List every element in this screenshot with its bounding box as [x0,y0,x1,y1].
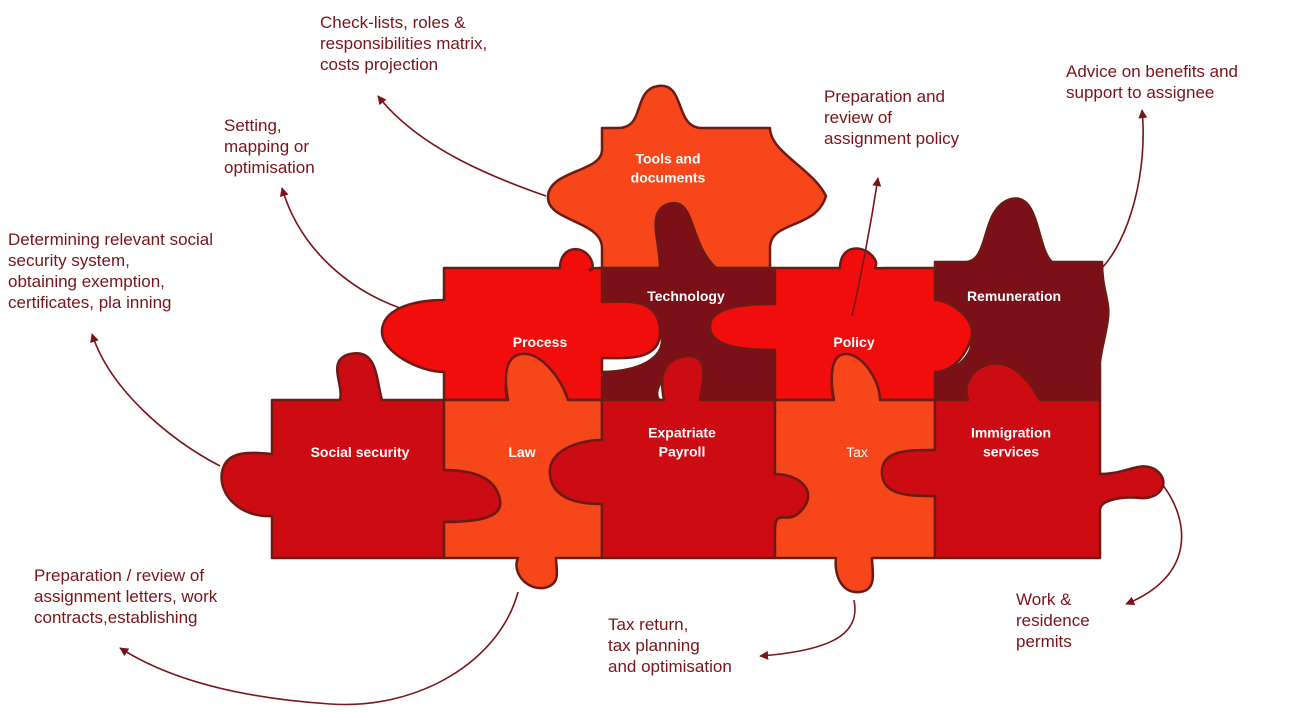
piece-label-law: Law [508,444,535,460]
arrow-social [90,333,221,467]
arrow-remuneration [1099,109,1148,271]
piece-label-process: Process [513,334,568,350]
note-tools: Check-lists, roles & responsibilities ma… [320,13,488,74]
piece-label-policy: Policy [833,334,874,350]
note-social: Determining relevant social security sys… [8,230,214,312]
arrow-process [279,187,401,309]
note-remuneration: Advice on benefits and support to assign… [1066,62,1239,102]
arrow-immigration [1125,483,1183,606]
piece-label-tax: Tax [846,444,868,460]
puzzle-piece-immigration [880,362,1165,560]
arrow-law [119,591,519,706]
note-law: Preparation / review of assignment lette… [34,566,218,627]
piece-label-remuneration: Remuneration [967,288,1061,304]
arrow-tools [377,95,547,197]
piece-label-social: Social security [311,444,410,460]
puzzle-piece-tools [546,84,828,270]
note-tax: Tax return, tax planning and optimisatio… [608,615,732,676]
note-process: Setting, mapping or optimisation [224,116,315,177]
note-immigration: Work & residence permits [1016,590,1090,651]
puzzle-piece-remuneration [933,197,1110,402]
arrow-policy [851,177,882,317]
arrow-tax [759,599,856,660]
note-policy: Preparation and review of assignment pol… [824,87,960,148]
piece-label-technology: Technology [647,288,725,304]
